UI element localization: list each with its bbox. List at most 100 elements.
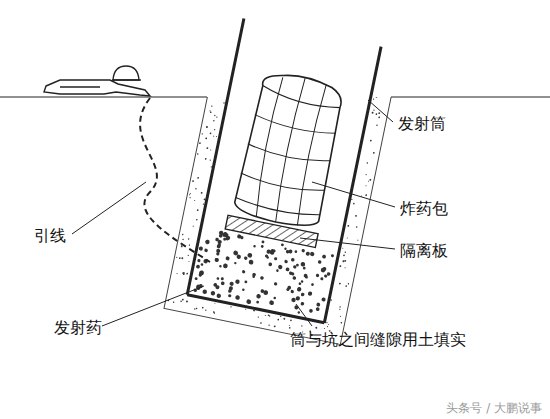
dot bbox=[260, 289, 264, 293]
ground-line bbox=[0, 96, 207, 97]
dot bbox=[223, 102, 225, 104]
dot bbox=[289, 325, 290, 326]
dot bbox=[301, 249, 305, 253]
dot bbox=[247, 253, 253, 259]
leader-lines bbox=[72, 100, 395, 326]
dot bbox=[283, 318, 285, 320]
dot bbox=[310, 252, 315, 257]
dot bbox=[215, 237, 219, 241]
dot bbox=[273, 296, 276, 299]
dot bbox=[188, 261, 189, 262]
dot bbox=[366, 162, 368, 164]
dot bbox=[217, 243, 221, 247]
dot bbox=[186, 273, 187, 274]
dot bbox=[216, 293, 221, 298]
soldier-figure bbox=[44, 66, 150, 96]
dot bbox=[194, 308, 196, 310]
dot bbox=[176, 257, 177, 258]
dot bbox=[315, 307, 319, 311]
dot bbox=[278, 264, 283, 269]
dot bbox=[324, 274, 328, 278]
dot bbox=[258, 316, 260, 318]
dot bbox=[268, 324, 270, 326]
dot bbox=[225, 256, 230, 261]
pit-outline bbox=[164, 97, 402, 344]
dot bbox=[274, 257, 278, 261]
dot bbox=[327, 326, 328, 327]
dot bbox=[266, 256, 269, 259]
dot bbox=[261, 240, 264, 243]
dot bbox=[197, 259, 201, 263]
dot bbox=[230, 306, 232, 308]
dot bbox=[198, 246, 203, 251]
dot bbox=[189, 244, 191, 246]
dot bbox=[344, 267, 345, 268]
dot bbox=[261, 245, 264, 248]
dot bbox=[235, 295, 240, 300]
dot bbox=[320, 267, 325, 272]
dot bbox=[176, 273, 177, 274]
dot bbox=[215, 258, 220, 263]
dot bbox=[273, 249, 276, 252]
dot bbox=[244, 280, 247, 283]
dot bbox=[219, 265, 222, 268]
dot bbox=[200, 263, 203, 266]
dot bbox=[196, 308, 198, 310]
dot bbox=[190, 193, 191, 194]
dot bbox=[305, 275, 309, 279]
dot bbox=[216, 136, 217, 137]
dot bbox=[320, 277, 324, 281]
dot bbox=[180, 300, 182, 302]
dot bbox=[301, 325, 303, 327]
dot bbox=[205, 137, 207, 139]
dot bbox=[331, 254, 335, 258]
dot bbox=[290, 319, 292, 321]
dot bbox=[371, 112, 373, 114]
part-label: 发射药 bbox=[54, 318, 102, 337]
dot bbox=[202, 307, 204, 309]
part-label: 炸药包 bbox=[400, 199, 448, 218]
dot bbox=[344, 260, 346, 262]
dot bbox=[353, 203, 355, 205]
dot bbox=[183, 272, 185, 274]
dot bbox=[265, 315, 266, 316]
part-label: 引线 bbox=[34, 226, 66, 245]
dot bbox=[284, 260, 288, 264]
dot bbox=[253, 245, 256, 248]
dot bbox=[303, 267, 306, 270]
dot bbox=[369, 179, 371, 181]
dot bbox=[210, 291, 215, 296]
dot bbox=[195, 188, 197, 190]
dot bbox=[281, 243, 284, 246]
dot bbox=[356, 226, 358, 228]
dot bbox=[355, 215, 357, 217]
dot bbox=[321, 297, 326, 302]
dot bbox=[240, 236, 244, 240]
dot bbox=[348, 283, 350, 285]
dot bbox=[223, 232, 228, 237]
dot bbox=[344, 251, 346, 253]
dot bbox=[365, 185, 366, 186]
dot bbox=[173, 301, 175, 303]
dot bbox=[221, 281, 225, 285]
dot bbox=[194, 277, 197, 280]
dot bbox=[316, 274, 320, 278]
dot bbox=[357, 240, 358, 241]
dot bbox=[318, 260, 322, 264]
dot bbox=[206, 126, 208, 128]
dot bbox=[242, 270, 246, 274]
dot bbox=[293, 265, 297, 269]
dot bbox=[280, 316, 282, 318]
dot bbox=[266, 249, 271, 254]
dot bbox=[373, 152, 375, 154]
dot bbox=[256, 294, 261, 299]
dot bbox=[298, 287, 301, 290]
part-label: 发射筒 bbox=[398, 114, 446, 133]
dot bbox=[181, 245, 183, 247]
dot bbox=[204, 248, 208, 252]
dot bbox=[248, 259, 254, 265]
fuse-line bbox=[140, 98, 210, 262]
dot bbox=[213, 136, 214, 137]
dot bbox=[287, 285, 291, 289]
dot bbox=[308, 291, 313, 296]
